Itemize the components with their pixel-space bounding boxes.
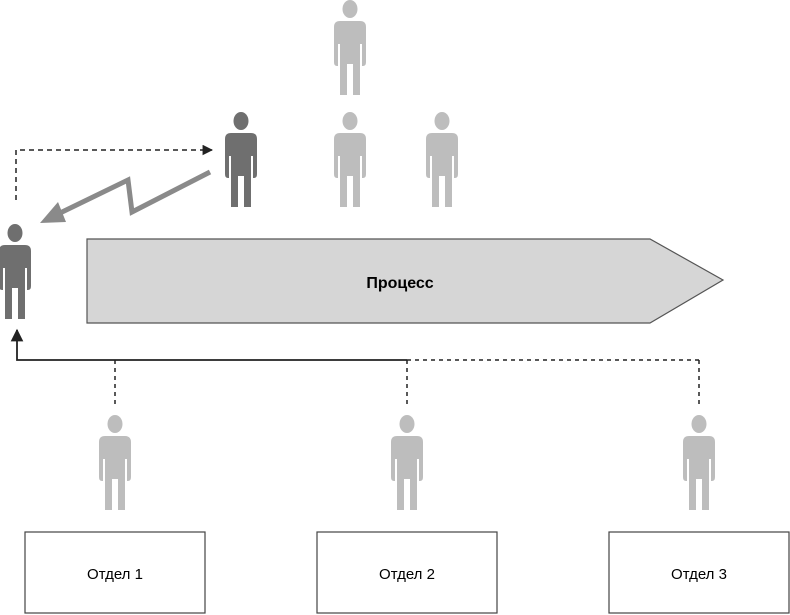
dept-1-person-icon: [99, 415, 131, 510]
dashed-report-arrow: [15, 144, 214, 200]
feedback-arrow: [10, 328, 407, 361]
manager-icon: [225, 112, 257, 207]
dept-2-person-icon: [391, 415, 423, 510]
department-1: Отдел 1: [24, 531, 206, 614]
department-3: Отдел 3: [608, 531, 790, 614]
department-2-label: Отдел 2: [379, 566, 435, 583]
person-icon-top: [334, 0, 366, 95]
department-3-label: Отдел 3: [671, 566, 727, 583]
person-icon-right: [426, 112, 458, 207]
person-icon-middle: [334, 112, 366, 207]
department-2-box: [316, 531, 498, 614]
department-1-box: [24, 531, 206, 614]
lightning-arrow-line: [56, 169, 212, 217]
lightning-arrow-head: [40, 202, 66, 223]
process-owner-icon: [0, 224, 31, 319]
department-3-box: [608, 531, 790, 614]
department-2: Отдел 2: [316, 531, 498, 614]
process-label: Процесс: [366, 275, 433, 292]
dept-3-person-icon: [683, 415, 715, 510]
process-shape: [86, 238, 725, 324]
department-1-label: Отдел 1: [87, 566, 143, 583]
